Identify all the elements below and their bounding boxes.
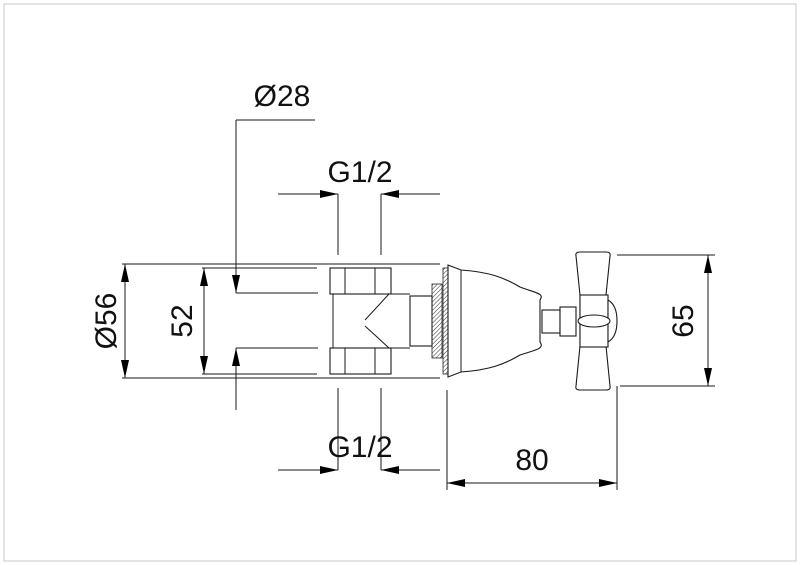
- dim-diameter-28: Ø28: [232, 80, 318, 410]
- valve-body: [329, 251, 618, 391]
- nut-bottom: [329, 347, 392, 375]
- label-length-80: 80: [515, 444, 548, 477]
- label-thread-top: G1/2: [327, 156, 392, 189]
- dim-52: 52: [166, 267, 317, 375]
- dim-outer-diameter: Ø56: [90, 263, 440, 379]
- dim-handle-65: 65: [617, 254, 715, 387]
- label-52: 52: [166, 304, 199, 337]
- cover-bell: [447, 264, 542, 378]
- label-diameter-28: Ø28: [254, 80, 311, 113]
- dim-thread-top: G1/2: [278, 156, 440, 255]
- dim-thread-bottom: G1/2: [278, 388, 440, 474]
- label-outer-diameter: Ø56: [90, 293, 123, 350]
- seal-hatch: [431, 283, 443, 359]
- spindle: [541, 309, 561, 334]
- dim-length-80: 80: [446, 386, 618, 490]
- label-handle-65: 65: [667, 304, 700, 337]
- nut-top: [329, 267, 392, 295]
- frame-border: [3, 3, 797, 562]
- label-thread-bottom: G1/2: [327, 431, 392, 464]
